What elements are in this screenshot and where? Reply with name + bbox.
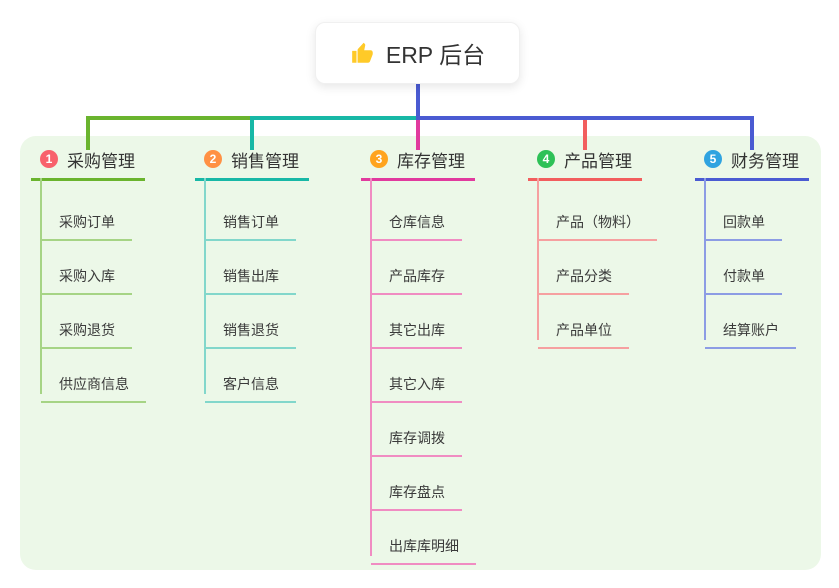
branch-item[interactable]: 产品库存 <box>371 232 462 295</box>
branch-item[interactable]: 采购入库 <box>41 232 132 295</box>
root-label: ERP 后台 <box>385 42 486 68</box>
branch-drop-line <box>250 120 254 150</box>
branch-title-label: 销售管理 <box>231 151 299 171</box>
branch-spine-line <box>370 178 372 556</box>
branch-item[interactable]: 结算账户 <box>705 286 796 349</box>
branch-spine-line <box>40 178 42 394</box>
branch-number-badge: 1 <box>40 150 58 168</box>
branch-item[interactable]: 产品分类 <box>538 232 629 295</box>
branch-title[interactable]: 5 财务管理 <box>695 146 839 172</box>
branch-drop-line <box>583 120 587 150</box>
branch-title-underline <box>361 178 475 181</box>
branch-title-underline <box>195 178 309 181</box>
branch-title-underline <box>695 178 809 181</box>
branch-item[interactable]: 供应商信息 <box>41 340 146 403</box>
branch-item[interactable]: 采购订单 <box>41 178 132 241</box>
branch-spine-line <box>204 178 206 394</box>
branch-title-label: 采购管理 <box>67 151 135 171</box>
branch-drop-line <box>86 120 90 150</box>
branch-number-badge: 4 <box>537 150 555 168</box>
branch-title-underline <box>31 178 145 181</box>
branch-title-label: 产品管理 <box>564 151 632 171</box>
bus-segment-teal <box>250 116 416 120</box>
branch-column: 2 销售管理销售订单销售出库销售退货客户信息 <box>195 146 365 403</box>
branch-item[interactable]: 其它入库 <box>371 340 462 403</box>
branch-column: 3 库存管理仓库信息产品库存其它出库其它入库库存调拨库存盘点出库库明细 <box>361 146 531 565</box>
branch-item[interactable]: 库存盘点 <box>371 448 462 511</box>
branch-number-badge: 2 <box>204 150 222 168</box>
branch-item[interactable]: 其它出库 <box>371 286 462 349</box>
branch-item[interactable]: 客户信息 <box>205 340 296 403</box>
root-connector-line <box>416 82 420 120</box>
branch-item[interactable]: 产品单位 <box>538 286 629 349</box>
branch-title-label: 库存管理 <box>397 151 465 171</box>
branch-item[interactable]: 回款单 <box>705 178 782 241</box>
branch-number-badge: 5 <box>704 150 722 168</box>
branches-panel <box>20 136 821 570</box>
branch-item[interactable]: 库存调拨 <box>371 394 462 457</box>
branch-column: 4 产品管理产品（物料）产品分类产品单位 <box>528 146 698 349</box>
branch-number-badge: 3 <box>370 150 388 168</box>
branch-column: 5 财务管理回款单付款单结算账户 <box>695 146 839 349</box>
branch-item[interactable]: 仓库信息 <box>371 178 462 241</box>
branch-title[interactable]: 4 产品管理 <box>528 146 698 172</box>
root-node[interactable]: ERP 后台 <box>315 22 520 84</box>
branch-title[interactable]: 1 采购管理 <box>31 146 201 172</box>
branch-item[interactable]: 销售订单 <box>205 178 296 241</box>
branch-spine-line <box>704 178 706 340</box>
branch-title-label: 财务管理 <box>731 151 799 171</box>
branch-item[interactable]: 付款单 <box>705 232 782 295</box>
thumbs-up-icon <box>350 40 376 66</box>
branch-title[interactable]: 2 销售管理 <box>195 146 365 172</box>
branch-item[interactable]: 销售退货 <box>205 286 296 349</box>
branch-item[interactable]: 采购退货 <box>41 286 132 349</box>
branch-column: 1 采购管理采购订单采购入库采购退货供应商信息 <box>31 146 201 403</box>
branch-item[interactable]: 产品（物料） <box>538 178 657 241</box>
branch-drop-line <box>750 120 754 150</box>
branch-item[interactable]: 出库库明细 <box>371 502 476 565</box>
bus-segment-green <box>86 116 250 120</box>
bus-segment-blue <box>420 116 754 120</box>
branch-spine-line <box>537 178 539 340</box>
branch-title-underline <box>528 178 642 181</box>
branch-item[interactable]: 销售出库 <box>205 232 296 295</box>
branch-drop-line <box>416 120 420 150</box>
branch-title[interactable]: 3 库存管理 <box>361 146 531 172</box>
